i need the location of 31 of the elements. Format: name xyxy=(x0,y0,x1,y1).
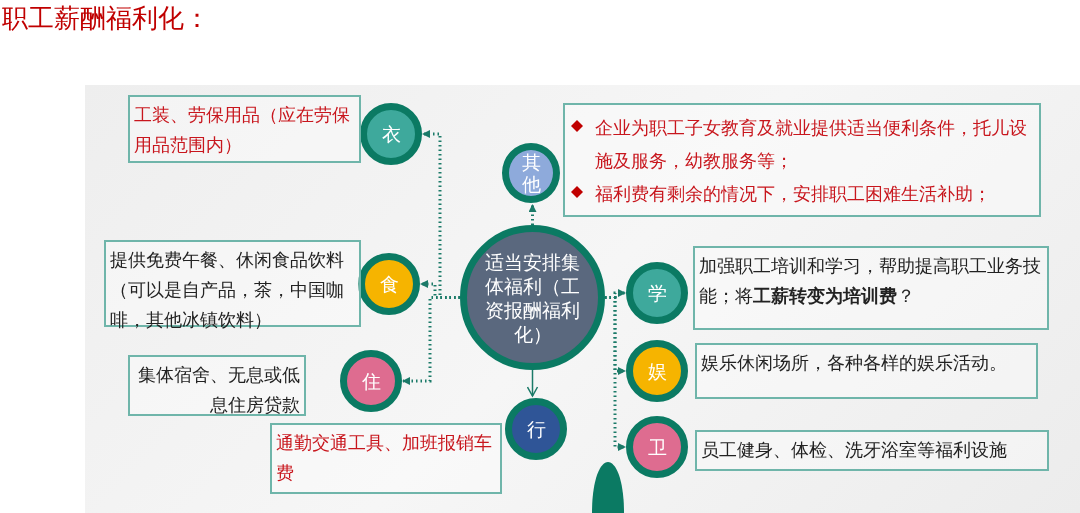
box-text: 工装、劳保用品（应在劳保用品范围内） xyxy=(134,103,351,157)
box-text: 娱乐休闲场所，各种各样的娱乐活动。 xyxy=(701,351,1008,375)
circle-label: 其他 xyxy=(520,151,542,195)
arrow xyxy=(605,296,626,451)
box-text: 员工健身、体检、洗牙浴室等福利设施 xyxy=(701,438,1008,462)
circle-label: 食 xyxy=(379,272,399,296)
text-box xyxy=(695,343,1038,399)
circle-label: 行 xyxy=(526,417,546,441)
box-text: 提供免费午餐、休闲食品饮料（可以是自产品，茶，中国咖啡，其他冰镇饮料） xyxy=(110,248,345,332)
arrow xyxy=(528,204,537,225)
arrow xyxy=(402,296,460,385)
bullet-text: 企业为职工子女教育及就业提供适当便利条件，托儿设施及服务，幼教服务等； xyxy=(595,116,1028,173)
bullet-text: 福利费有剩余的情况下，安排职工困难生活补助； xyxy=(595,182,992,206)
title: 职工薪酬福利化： xyxy=(2,2,210,34)
text-box xyxy=(563,103,1041,217)
text-box xyxy=(693,246,1049,330)
circle-label: 住 xyxy=(361,369,381,393)
circle-label: 衣 xyxy=(381,122,401,146)
arrow xyxy=(526,369,539,397)
box-text: 集体宿舍、无息或低息住房贷款 xyxy=(137,363,300,417)
text-box xyxy=(104,240,361,327)
text-box xyxy=(128,355,306,416)
text-box xyxy=(128,95,361,163)
text-box xyxy=(695,430,1049,471)
circle-label: 适当安排集体福利（工资报酬福利化） xyxy=(484,249,581,346)
circle-label: 学 xyxy=(647,281,667,305)
text-box xyxy=(270,423,502,494)
box-text: 加强职工培训和学习，帮助提高职工业务技能；将工薪转变为培训费？ xyxy=(699,254,1042,308)
box-text: 通勤交通工具、加班报销车费 xyxy=(276,431,493,485)
circle-label: 卫 xyxy=(647,435,667,459)
circle-label: 娱 xyxy=(647,359,667,383)
